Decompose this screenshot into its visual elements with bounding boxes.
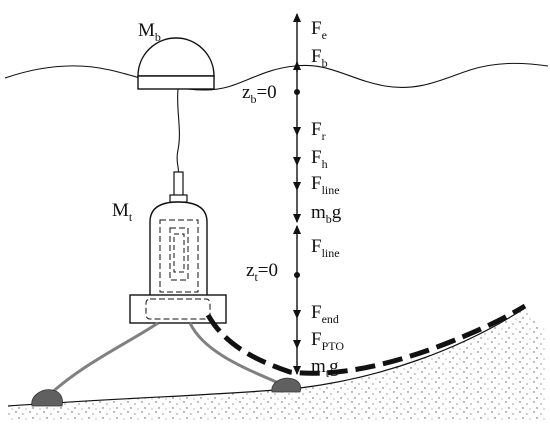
zb-origin-dot: [294, 89, 300, 95]
mooring-line-right: [188, 322, 284, 387]
force-label-upper-1: Fb: [311, 46, 328, 70]
anchor-left: [31, 389, 63, 407]
zt-label: zt=0: [246, 260, 278, 284]
seabed-sediment: [8, 308, 545, 420]
force-label-upper-2: Fr: [311, 119, 326, 143]
sea-surface-wave: [4, 62, 549, 91]
force-label-lower-3: mtg: [311, 356, 339, 380]
dashed-cable: [205, 303, 527, 376]
force-axis: [293, 13, 301, 375]
force-label-upper-3: Fh: [311, 147, 328, 171]
buoy-mass-label: Mb: [138, 20, 161, 44]
zt-origin-dot: [294, 272, 300, 278]
submerged-tank: [129, 171, 227, 324]
force-label-lower-0: Fline: [311, 236, 340, 260]
force-label-upper-5: mbg: [311, 202, 342, 226]
force-label-upper-4: Fline: [311, 173, 340, 197]
buoy: [137, 37, 215, 90]
force-label-lower-1: Fend: [311, 302, 339, 326]
tank-mass-label: Mt: [112, 200, 133, 224]
tether-line: [176, 88, 180, 173]
force-label-upper-0: Fe: [311, 18, 327, 42]
zb-label: zb=0: [242, 82, 277, 106]
mooring-line-left: [44, 321, 159, 400]
anchor-right: [271, 377, 302, 393]
force-label-lower-2: FPTO: [311, 329, 344, 353]
